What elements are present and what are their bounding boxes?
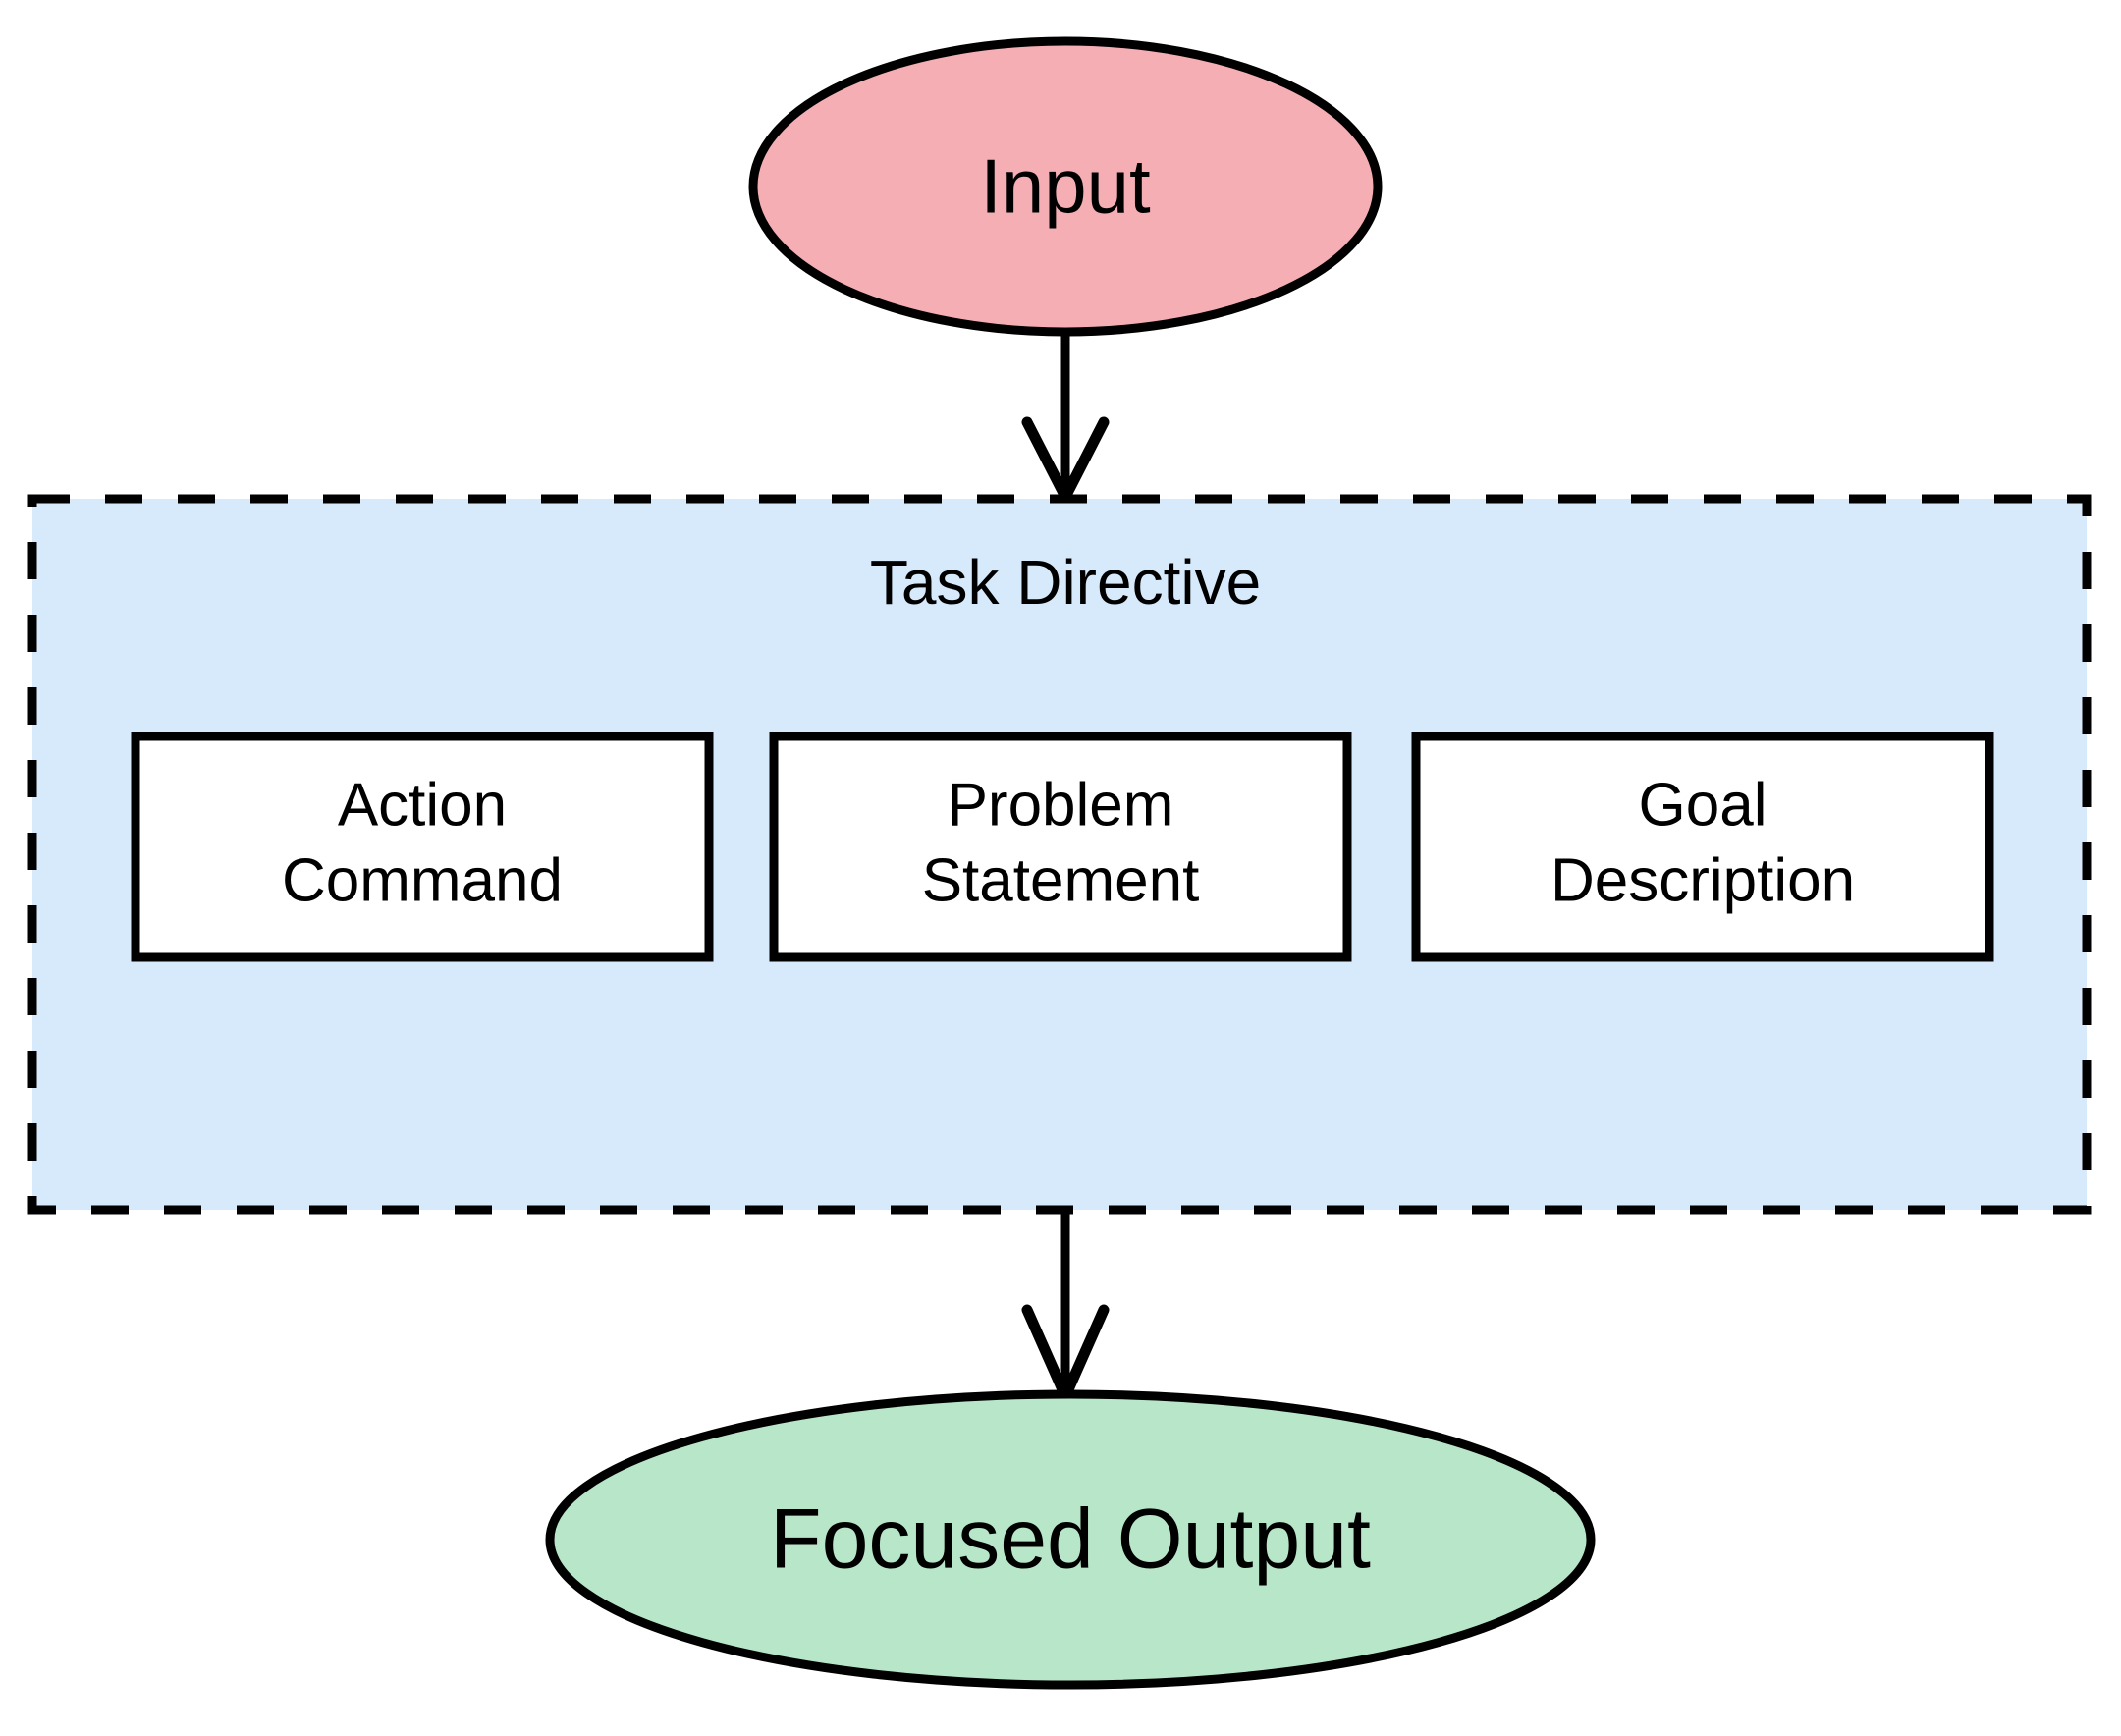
edge-input-to-task-directive	[1021, 332, 1110, 503]
goal-description-label-line2: Description	[1550, 846, 1855, 914]
task-directive-title: Task Directive	[870, 547, 1261, 618]
action-command-label-line2: Command	[282, 846, 563, 914]
input-node-label: Input	[980, 143, 1151, 230]
output-node-ellipse[interactable]	[545, 1389, 1596, 1690]
problem-statement-label-line1: Problem	[948, 771, 1174, 839]
component-box-goal-description[interactable]: Goal Description	[1411, 732, 1994, 962]
goal-description-box[interactable]	[1411, 732, 1994, 962]
task-directive-group[interactable]: Task Directive Action Command Problem St…	[27, 494, 2092, 1215]
output-node-label: Focused Output	[770, 1492, 1371, 1587]
component-box-problem-statement[interactable]: Problem Statement	[769, 732, 1352, 962]
problem-statement-label-line2: Statement	[922, 846, 1200, 914]
goal-description-label-line1: Goal	[1639, 771, 1768, 839]
input-node[interactable]: Input	[748, 36, 1383, 337]
edge-task-directive-to-output	[1021, 1210, 1110, 1402]
action-command-box[interactable]	[131, 732, 714, 962]
component-box-action-command[interactable]: Action Command	[131, 732, 714, 962]
output-node[interactable]: Focused Output	[545, 1389, 1596, 1690]
action-command-label-line1: Action	[338, 771, 507, 839]
problem-statement-box[interactable]	[769, 732, 1352, 962]
